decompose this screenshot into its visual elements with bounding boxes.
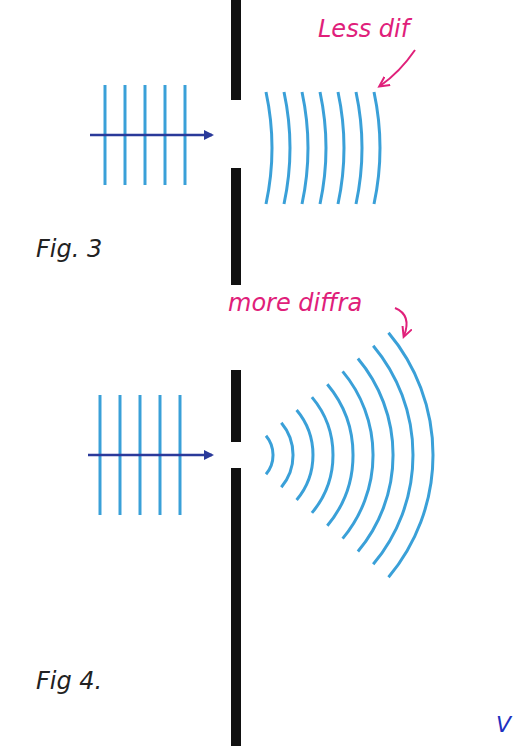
pointer-arrow	[395, 308, 407, 336]
direction-arrow	[90, 134, 212, 137]
figure-label: Fig. 3	[36, 236, 102, 264]
barrier-narrow-gap	[231, 370, 241, 746]
pointer-arrow	[380, 50, 415, 86]
annotation-note: Less dif	[318, 16, 409, 44]
diffracted-wavefronts	[266, 92, 380, 204]
direction-arrow	[88, 454, 212, 457]
diffracted-wavefronts	[266, 333, 433, 577]
annotation-note: more diffra	[228, 290, 362, 318]
page-mark: V	[496, 712, 511, 737]
figure-label: Fig 4.	[36, 668, 102, 696]
barrier-wide-gap	[231, 0, 241, 285]
